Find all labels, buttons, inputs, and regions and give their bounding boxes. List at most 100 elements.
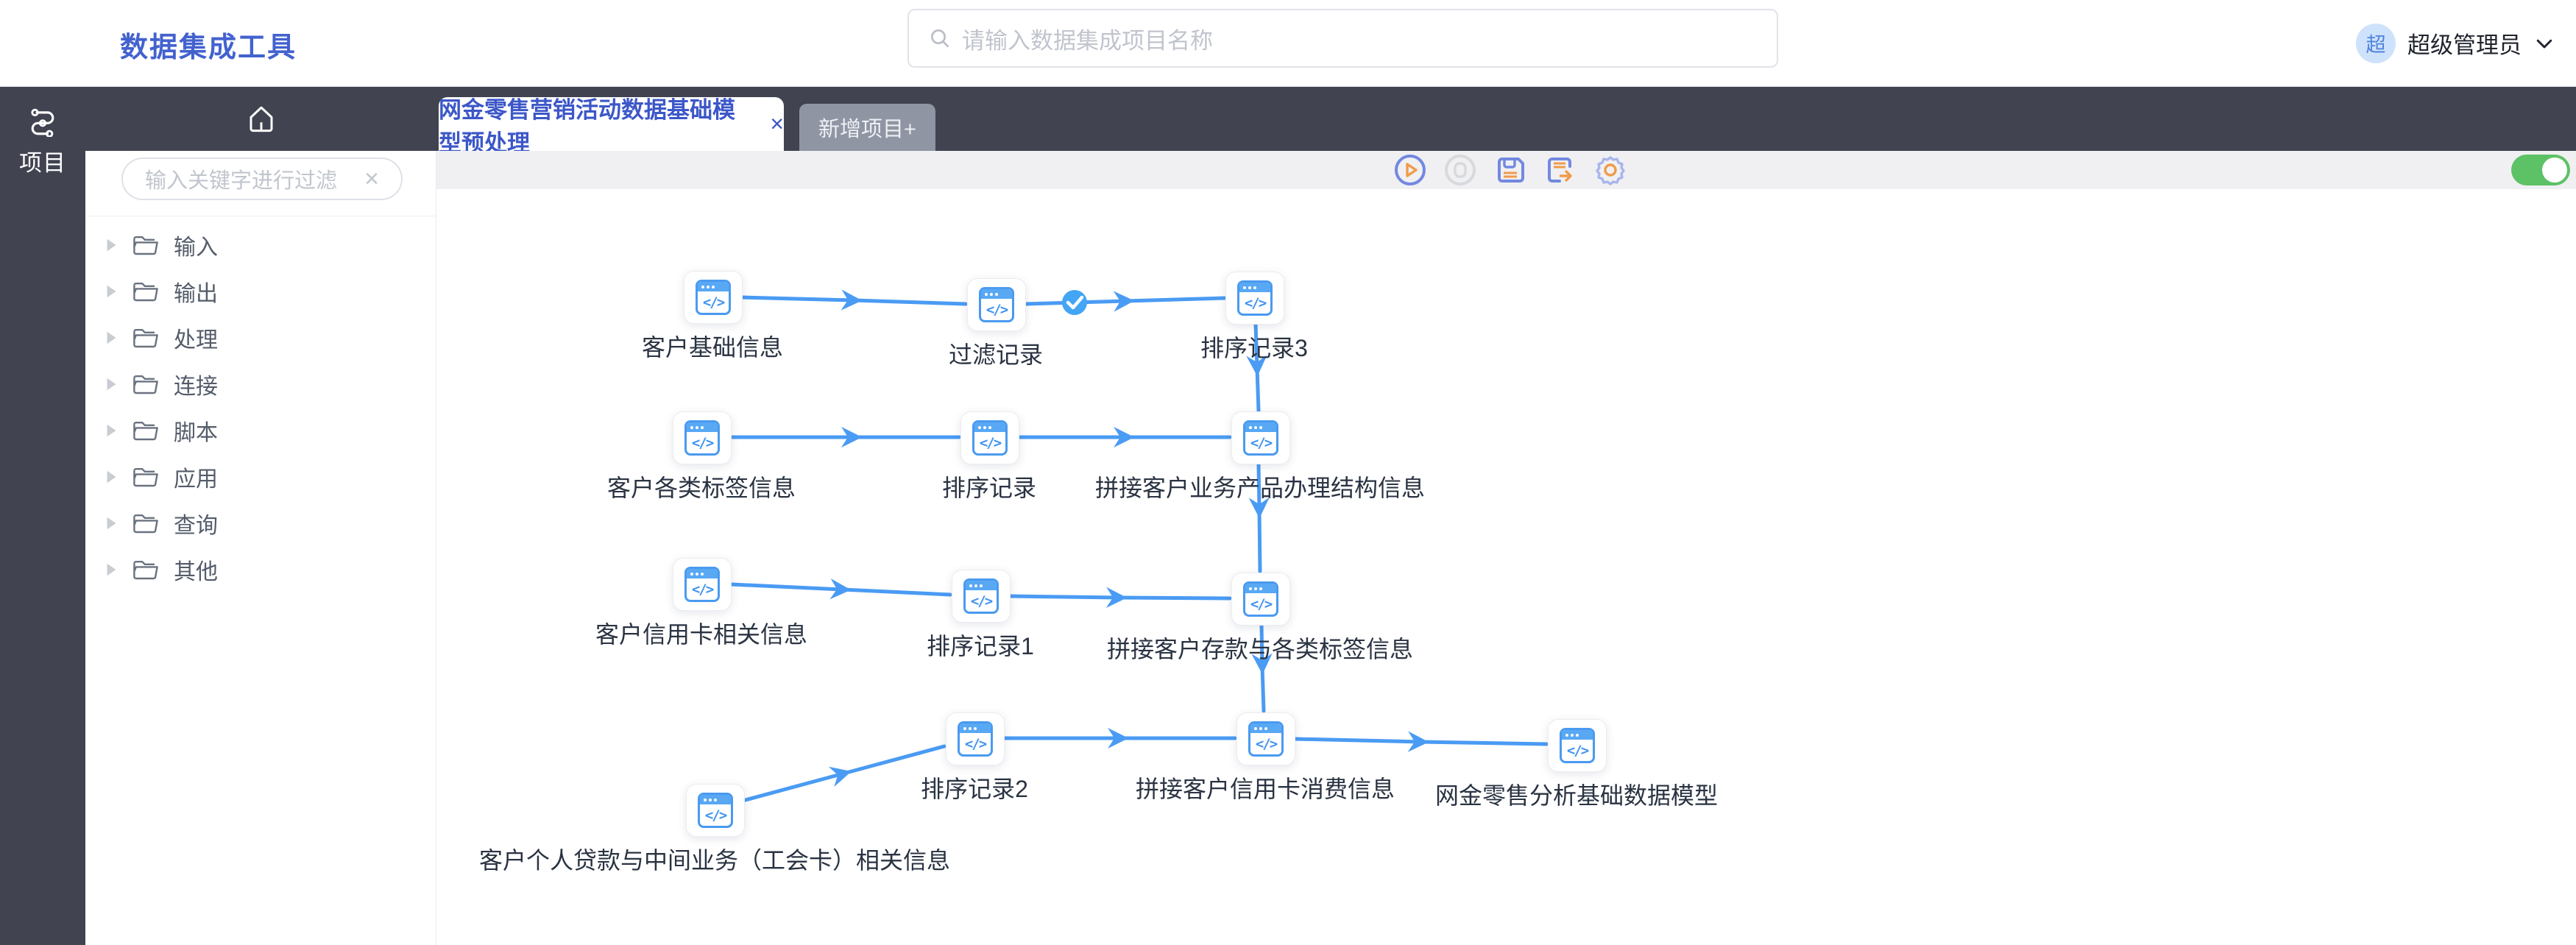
flow-node-customer-base-info[interactable]: </>	[684, 271, 743, 324]
flow-node-join-deposit-tags[interactable]: </>	[1231, 573, 1290, 626]
window-header	[1245, 422, 1276, 432]
tree-item-输出[interactable]: 输出	[85, 268, 436, 314]
export-button[interactable]	[1543, 153, 1577, 187]
check-icon	[1066, 295, 1084, 310]
filter-clear-icon[interactable]: ×	[364, 165, 379, 193]
node-label-filter-records: 过滤记录	[948, 341, 1044, 368]
node-label-sort-records-3: 排序记录3	[1200, 335, 1308, 361]
user-menu[interactable]: 超 超级管理员	[2356, 0, 2555, 86]
code-window-icon: </>	[1243, 581, 1278, 617]
flow-node-sort-records-2[interactable]: </>	[946, 712, 1005, 765]
code-window-icon: </>	[1560, 728, 1595, 763]
flow-node-customer-loan-union-info[interactable]: </>	[686, 784, 745, 837]
caret-right-icon[interactable]	[106, 378, 118, 391]
app-title: 数据集成工具	[120, 32, 297, 63]
flow-edge-customer-credit-card-info-to-sort-records-1	[729, 578, 952, 600]
flow-node-sort-records-3[interactable]: </>	[1225, 272, 1284, 325]
caret-right-icon[interactable]	[106, 517, 118, 530]
tree-item-连接[interactable]: 连接	[85, 361, 436, 407]
tree-item-处理[interactable]: 处理	[85, 314, 436, 361]
caret-right-icon[interactable]	[106, 424, 118, 437]
flow-node-filter-records[interactable]: </>	[967, 278, 1026, 331]
code-glyph: </>	[1250, 434, 1273, 451]
flow-edge-customer-base-info-to-filter-records	[740, 289, 968, 311]
save-button[interactable]	[1493, 153, 1527, 187]
window-header	[700, 795, 731, 804]
window-header	[1562, 730, 1593, 740]
folder-icon	[133, 236, 158, 255]
stop-button[interactable]	[1443, 153, 1477, 187]
flow-edge-join-deposit-tags-to-join-credit-consumption	[1251, 623, 1273, 713]
code-window-icon: </>	[979, 287, 1014, 322]
project-search-input[interactable]: 请输入数据集成项目名称	[907, 9, 1778, 68]
code-window-icon: </>	[958, 721, 993, 757]
tree-item-查询[interactable]: 查询	[85, 500, 436, 546]
user-name: 超级管理员	[2407, 32, 2522, 58]
flow-node-sort-records-1[interactable]: </>	[952, 570, 1011, 623]
flow-node-join-business-product[interactable]: </>	[1231, 411, 1290, 464]
window-header	[687, 569, 718, 578]
flow-route-icon	[31, 108, 54, 137]
node-label-join-credit-consumption: 拼接客户信用卡消费信息	[1135, 776, 1395, 802]
code-window-icon: </>	[963, 578, 999, 614]
flow-node-customer-credit-card-info[interactable]: </>	[673, 558, 732, 611]
tree-item-其他[interactable]: 其他	[85, 546, 436, 592]
code-glyph: </>	[970, 592, 993, 609]
node-label-sort-records: 排序记录	[941, 475, 1037, 501]
window-header	[1245, 584, 1276, 593]
folder-icon	[133, 467, 158, 486]
tab-new-label: 新增项目+	[818, 118, 916, 141]
caret-right-icon[interactable]	[106, 238, 118, 252]
flow-node-join-credit-consumption[interactable]: </>	[1236, 712, 1295, 765]
flow-node-sort-records[interactable]: </>	[960, 411, 1019, 464]
save-icon	[1498, 158, 1524, 183]
flow-node-retail-analysis-model[interactable]: </>	[1548, 719, 1607, 772]
code-glyph: </>	[979, 434, 1002, 451]
window-header	[1239, 283, 1270, 292]
tab-label: 网金零售营销活动数据基础模型预处理	[439, 96, 735, 156]
export-icon	[1548, 158, 1572, 183]
caret-right-icon[interactable]	[106, 331, 118, 344]
project-tree-sidebar: 输入关键字进行过滤 × 输入 输出 处理	[85, 151, 436, 945]
tab-active-project[interactable]: 网金零售营销活动数据基础模型预处理 ×	[439, 97, 784, 156]
tree-filter-input[interactable]: 输入关键字进行过滤 ×	[121, 158, 403, 200]
component-tree: 输入 输出 处理 连接	[85, 222, 436, 592]
tab-close-icon[interactable]: ×	[770, 110, 784, 137]
code-window-icon: </>	[1243, 420, 1278, 456]
code-glyph: </>	[691, 581, 714, 598]
code-window-icon: </>	[1237, 280, 1273, 316]
rail-item-projects[interactable]: 项目	[0, 107, 85, 177]
tree-item-应用[interactable]: 应用	[85, 453, 436, 500]
node-label-customer-loan-union-info: 客户个人贷款与中间业务（工会卡）相关信息	[478, 847, 951, 874]
caret-right-icon[interactable]	[106, 563, 118, 576]
top-header: 数据集成工具 请输入数据集成项目名称 超 超级管理员	[0, 0, 2576, 87]
canvas-toolbar	[436, 151, 2576, 189]
filter-placeholder: 输入关键字进行过滤	[145, 169, 338, 193]
window-header	[974, 422, 1005, 432]
tab-new-project[interactable]: 新增项目+	[799, 104, 935, 151]
folder-icon	[133, 375, 158, 394]
code-glyph: </>	[691, 434, 714, 451]
code-glyph: </>	[964, 735, 987, 752]
tree-item-输入[interactable]: 输入	[85, 222, 436, 268]
settings-button[interactable]	[1593, 153, 1627, 187]
node-label-sort-records-1: 排序记录1	[927, 633, 1034, 659]
caret-right-icon[interactable]	[106, 285, 118, 298]
flow-node-customer-tag-info[interactable]: </>	[673, 411, 732, 464]
code-window-icon: </>	[698, 793, 733, 828]
search-icon	[931, 29, 949, 47]
folder-icon	[133, 560, 158, 579]
node-label-customer-credit-card-info: 客户信用卡相关信息	[595, 621, 808, 648]
flow-edge-customer-loan-union-info-to-sort-records-2	[740, 744, 946, 803]
code-window-icon: </>	[684, 420, 720, 456]
tree-item-脚本[interactable]: 脚本	[85, 407, 436, 453]
caret-right-icon[interactable]	[106, 470, 118, 484]
code-glyph: </>	[1255, 735, 1278, 752]
edge-status-check-badge	[1062, 290, 1087, 315]
canvas-toggle-switch[interactable]	[2511, 155, 2570, 185]
home-icon[interactable]	[246, 103, 277, 134]
folder-icon	[133, 328, 158, 347]
run-button[interactable]	[1393, 153, 1427, 187]
